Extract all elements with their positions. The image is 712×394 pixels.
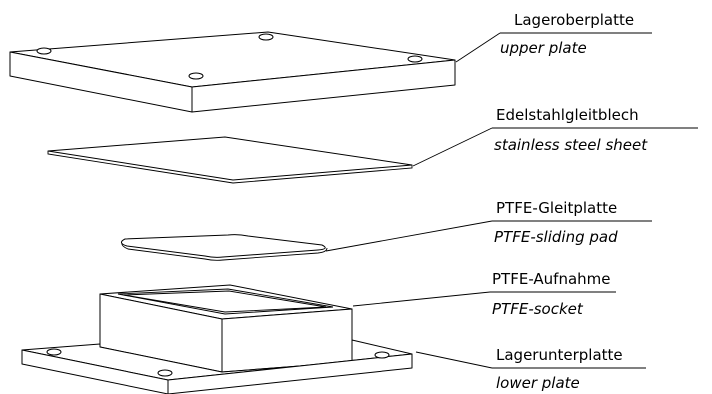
label-upper-plate-de: Lageroberplatte (514, 11, 634, 29)
leader-sliding-pad (325, 220, 493, 252)
bolt-hole (407, 55, 423, 63)
upper-plate (9, 31, 456, 113)
label-ptfe-socket-de: PTFE-Aufnahme (492, 270, 611, 288)
leader-upper-plate (455, 32, 501, 63)
lower-plate (21, 339, 413, 394)
label-sliding-pad-en: PTFE-sliding pad (494, 228, 618, 246)
labels: Lageroberplatte upper plate Edelstahlgle… (492, 11, 648, 392)
stainless-steel-sheet (47, 136, 413, 184)
bolt-hole (374, 351, 390, 359)
label-upper-plate-en: upper plate (500, 39, 587, 57)
label-lower-plate-de: Lagerunterplatte (496, 346, 623, 364)
bolt-hole (157, 369, 173, 377)
label-lower-plate-en: lower plate (496, 374, 580, 392)
leader-ptfe-socket (352, 291, 491, 307)
label-sliding-pad-de: PTFE-Gleitplatte (496, 199, 617, 217)
label-steel-sheet-en: stainless steel sheet (494, 136, 648, 154)
leader-lines (325, 32, 698, 369)
label-steel-sheet-de: Edelstahlgleitblech (496, 106, 639, 124)
label-ptfe-socket-en: PTFE-socket (492, 300, 584, 318)
bolt-hole (188, 72, 204, 80)
bolt-hole (258, 33, 274, 41)
bolt-hole (46, 348, 62, 356)
leader-steel-sheet (412, 127, 493, 167)
bolt-hole (36, 47, 52, 55)
leader-lower-plate (415, 351, 493, 369)
ptfe-sliding-pad (121, 234, 328, 261)
